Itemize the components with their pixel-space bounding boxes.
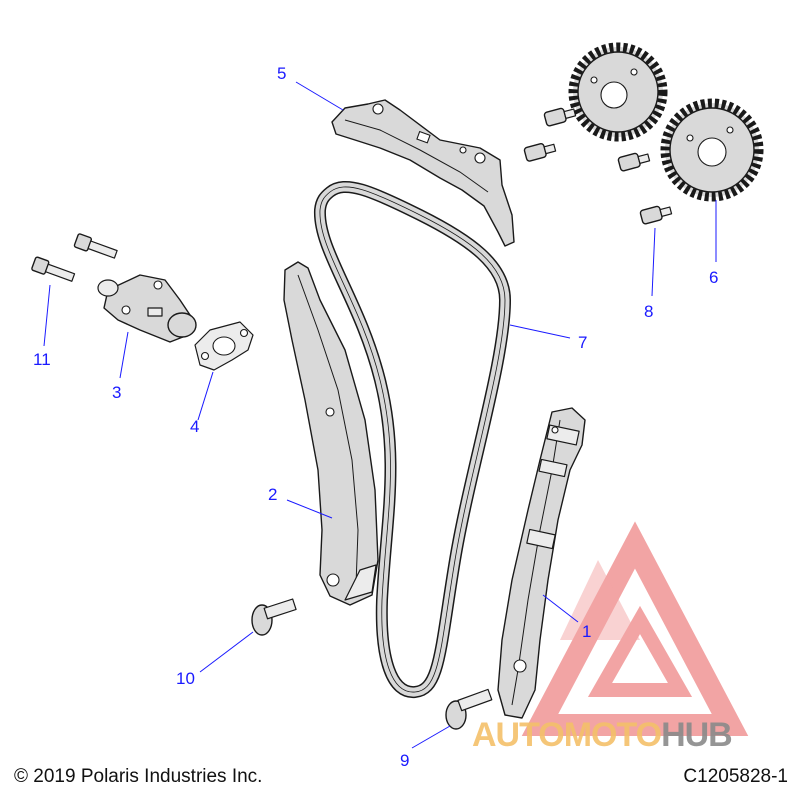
callout-3: 3 (112, 383, 121, 402)
callout-7: 7 (578, 333, 587, 352)
callout-labels: 1 2 3 4 5 6 7 8 9 10 11 (33, 64, 718, 770)
tensioner-guide (283, 261, 379, 606)
chain-tensioner (97, 274, 197, 343)
callout-1: 1 (582, 622, 591, 641)
tensioner-bolts (31, 233, 118, 282)
watermark-text: AUTOMOTOHUB (472, 716, 733, 755)
callout-5: 5 (277, 64, 286, 83)
guide-bolt-left (251, 598, 297, 636)
callout-8: 8 (644, 302, 653, 321)
watermark-text-part2: HUB (661, 716, 733, 754)
watermark-text-part1: AUTOMOTO (472, 716, 662, 754)
cam-sprocket-rear (568, 42, 668, 142)
callout-6: 6 (709, 268, 718, 287)
upper-chain-guide (331, 99, 515, 247)
callout-9: 9 (400, 751, 409, 770)
timing-chain (313, 180, 511, 698)
callout-4: 4 (190, 417, 199, 436)
sprocket-bolts (523, 107, 673, 225)
callout-10: 10 (176, 669, 195, 688)
tensioner-gasket (194, 321, 254, 371)
watermark-logo (521, 521, 749, 736)
cam-sprocket (660, 98, 764, 202)
callout-11: 11 (33, 350, 51, 369)
fixed-chain-guide (497, 407, 586, 719)
leader-lines (43, 81, 717, 749)
guide-bolt-right (445, 688, 493, 730)
diagram-code: C1205828-1 (683, 766, 788, 787)
copyright-text: © 2019 Polaris Industries Inc. (14, 766, 263, 787)
callout-2: 2 (268, 485, 277, 504)
